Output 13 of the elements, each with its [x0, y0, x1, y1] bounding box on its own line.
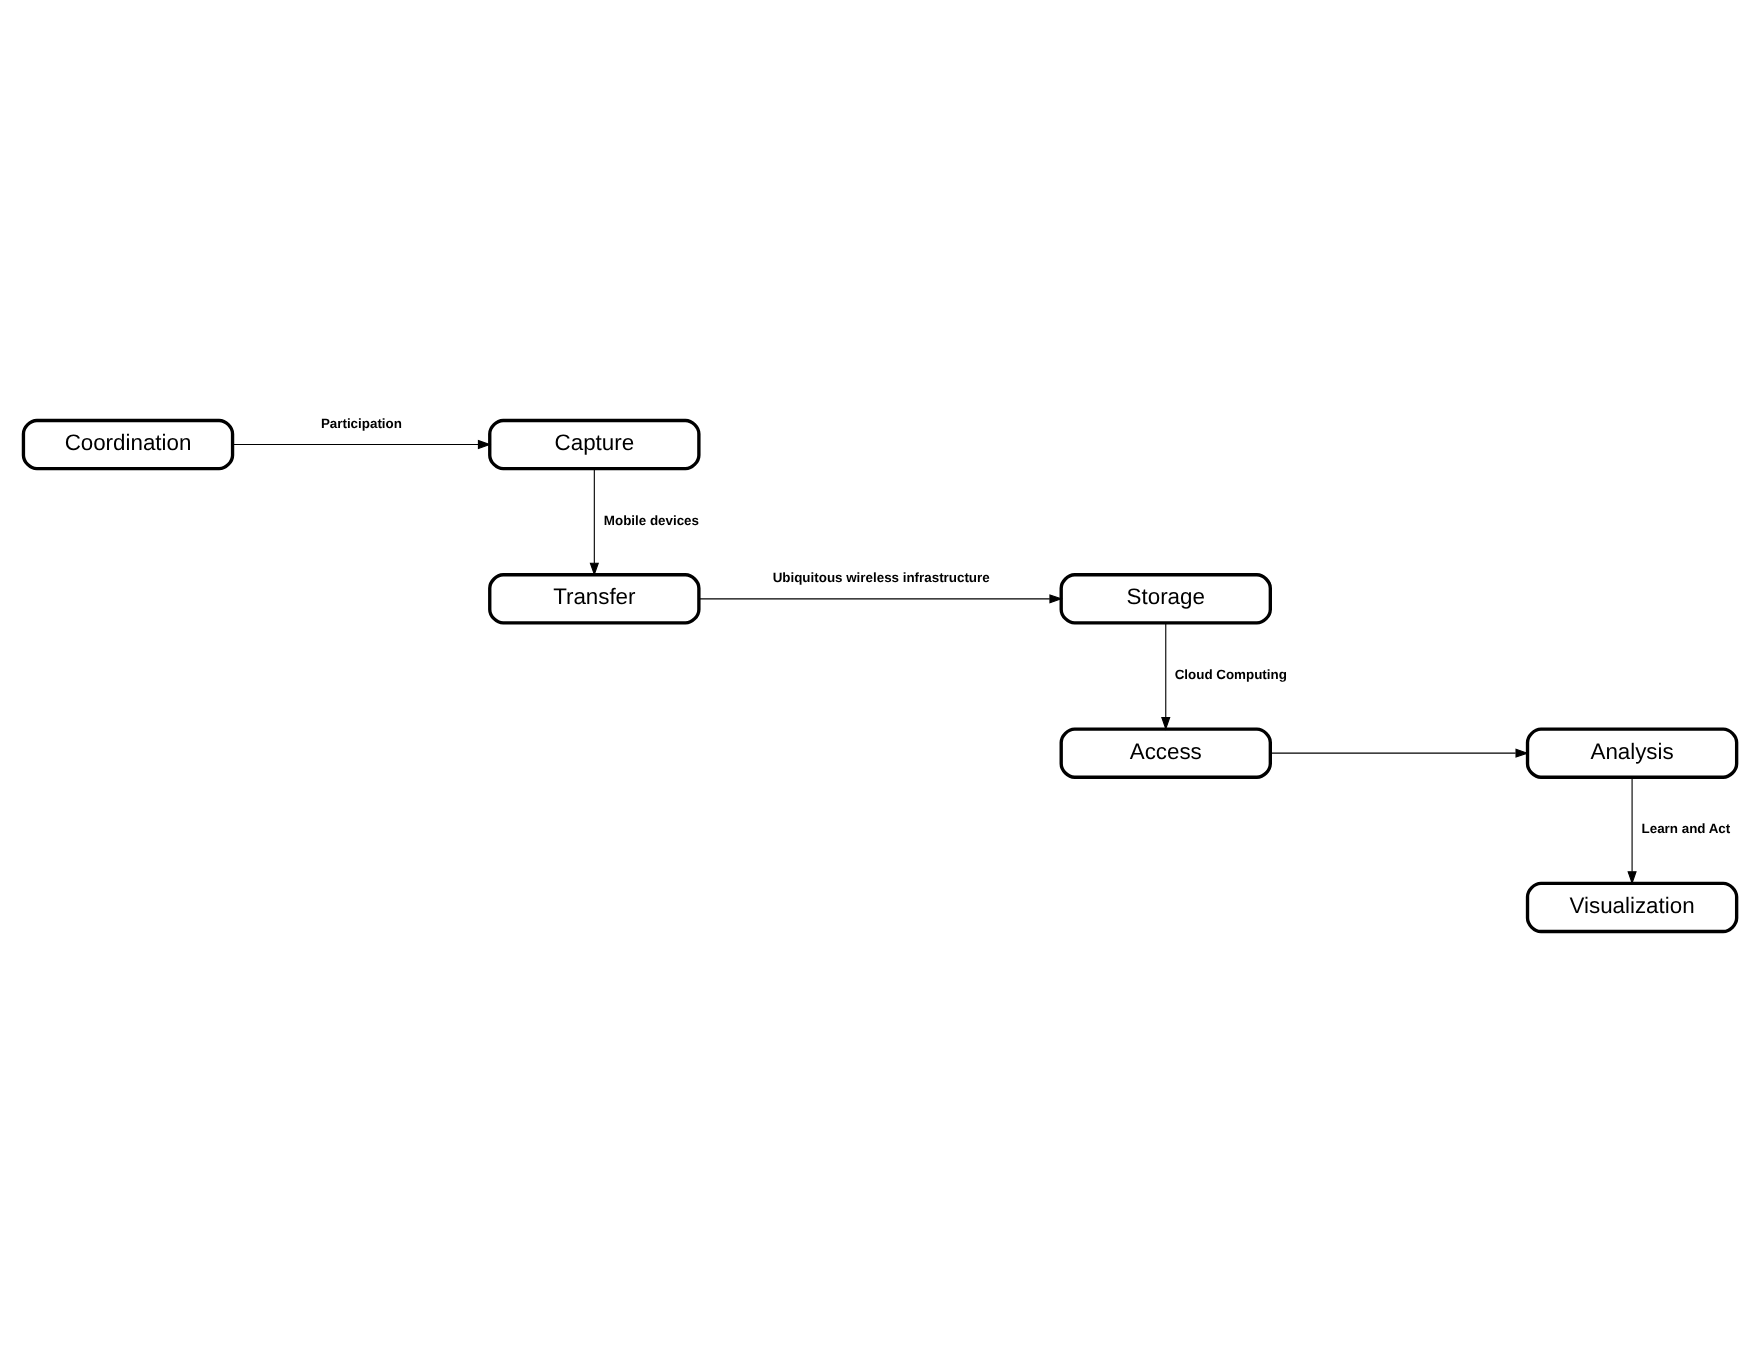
node-box: Analysis: [1525, 726, 1739, 778]
arrow: [1627, 775, 1637, 884]
node-box: Transfer: [488, 572, 701, 624]
arrow: [589, 467, 600, 576]
node-box: Storage: [1059, 572, 1272, 624]
arrow: [1161, 621, 1171, 730]
node-box: Access: [1059, 726, 1272, 778]
arrow: [698, 593, 1063, 603]
node-box: Visualization: [1525, 880, 1739, 933]
arrow: [232, 438, 492, 449]
arrow: [1269, 747, 1529, 757]
node-box: Capture: [488, 417, 701, 470]
node-box: Coordination: [21, 417, 235, 470]
